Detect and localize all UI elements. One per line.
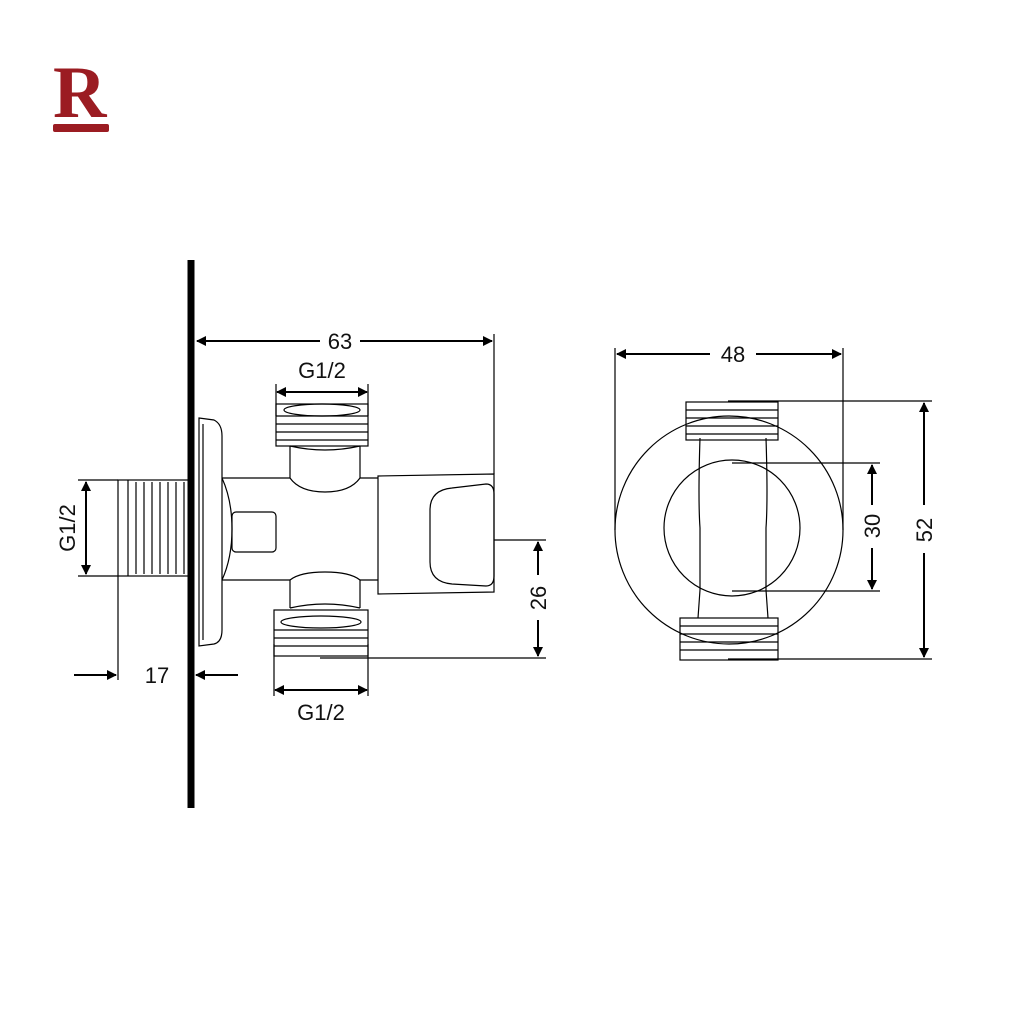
bottom-outlet-thread <box>273 609 369 657</box>
dim-52: 52 <box>728 400 937 660</box>
front-top-thread <box>685 401 779 441</box>
front-bottom-thread <box>679 617 779 661</box>
top-outlet-thread <box>275 403 369 447</box>
dim-30: 30 <box>732 462 885 592</box>
dim-top-thread: G1/2 <box>275 358 369 416</box>
dim-top-thread-label: G1/2 <box>298 358 346 383</box>
dim-26: 26 <box>320 539 551 659</box>
dim-bottom-thread: G1/2 <box>273 644 369 725</box>
brand-logo: R <box>53 52 109 134</box>
side-view: 63 G1/2 G1/2 G1/2 17 <box>55 260 551 808</box>
dim-inlet-thread: G1/2 <box>55 479 118 577</box>
valve-handle <box>377 473 495 595</box>
dim-63: 63 <box>196 329 495 474</box>
dim-48-label: 48 <box>721 342 745 367</box>
dim-52-label: 52 <box>912 518 937 542</box>
dim-bottom-thread-label: G1/2 <box>297 700 345 725</box>
dim-30-label: 30 <box>860 514 885 538</box>
dim-26-label: 26 <box>526 586 551 610</box>
front-view: 48 30 52 <box>614 342 937 661</box>
front-pipe <box>697 437 769 619</box>
dim-17: 17 <box>74 576 238 688</box>
flange-circle <box>614 415 844 645</box>
dim-48: 48 <box>614 342 844 530</box>
dim-inlet-thread-label: G1/2 <box>55 504 80 552</box>
valve-body <box>221 445 378 609</box>
logo-letter: R <box>53 52 108 134</box>
flange <box>198 417 223 647</box>
inlet-thread <box>117 479 191 577</box>
dim-63-label: 63 <box>328 329 352 354</box>
handle-circle <box>663 459 801 597</box>
logo-underline <box>53 124 109 132</box>
dim-17-label: 17 <box>145 663 169 688</box>
